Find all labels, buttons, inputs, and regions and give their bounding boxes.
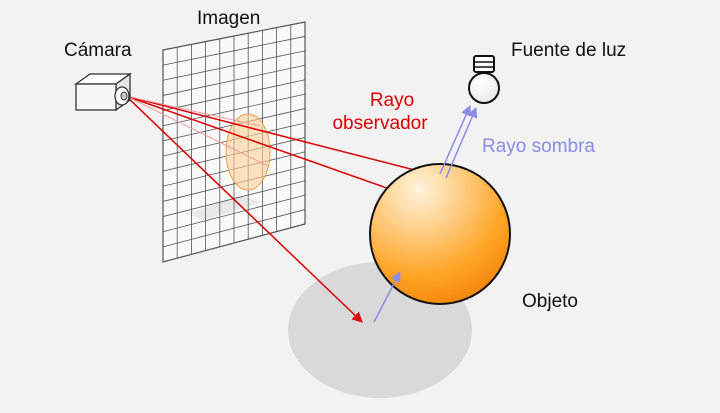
- shadow-ray-top-2: [445, 107, 478, 179]
- faint-ray-2: [125, 95, 269, 167]
- label-light-source: Fuente de luz: [511, 40, 626, 61]
- grid-line-horizontal: [162, 165, 306, 202]
- object-sphere: [369, 163, 511, 305]
- view-rays: [125, 95, 440, 323]
- grid-line-horizontal: [162, 93, 306, 127]
- label-view-ray-line2: observador: [332, 113, 428, 134]
- grid-line-horizontal: [162, 209, 306, 248]
- grid-line-horizontal: [162, 64, 306, 96]
- light-bulb-icon: [468, 55, 500, 104]
- label-shadow-ray: Rayo sombra: [482, 136, 595, 157]
- shadow-rays: [373, 105, 478, 323]
- projected-object: [225, 113, 271, 191]
- grid-line-horizontal: [162, 36, 306, 66]
- label-object: Objeto: [522, 291, 578, 312]
- shadow-ray-top: [439, 105, 471, 175]
- grid-line-horizontal: [162, 50, 306, 81]
- faint-ray-1: [125, 95, 261, 127]
- view-ray-middle: [125, 95, 399, 194]
- view-ray-top: [125, 95, 440, 179]
- label-view-ray-line1: Rayo: [370, 90, 414, 111]
- camera-icon: [73, 72, 133, 112]
- grid-line-horizontal: [162, 194, 306, 233]
- label-camera: Cámara: [64, 40, 132, 61]
- image-plane: [162, 21, 306, 263]
- shadow-ray-bottom: [373, 271, 401, 323]
- view-ray-bottom: [125, 95, 363, 323]
- label-image: Imagen: [197, 8, 260, 29]
- grid-line-horizontal: [162, 79, 306, 111]
